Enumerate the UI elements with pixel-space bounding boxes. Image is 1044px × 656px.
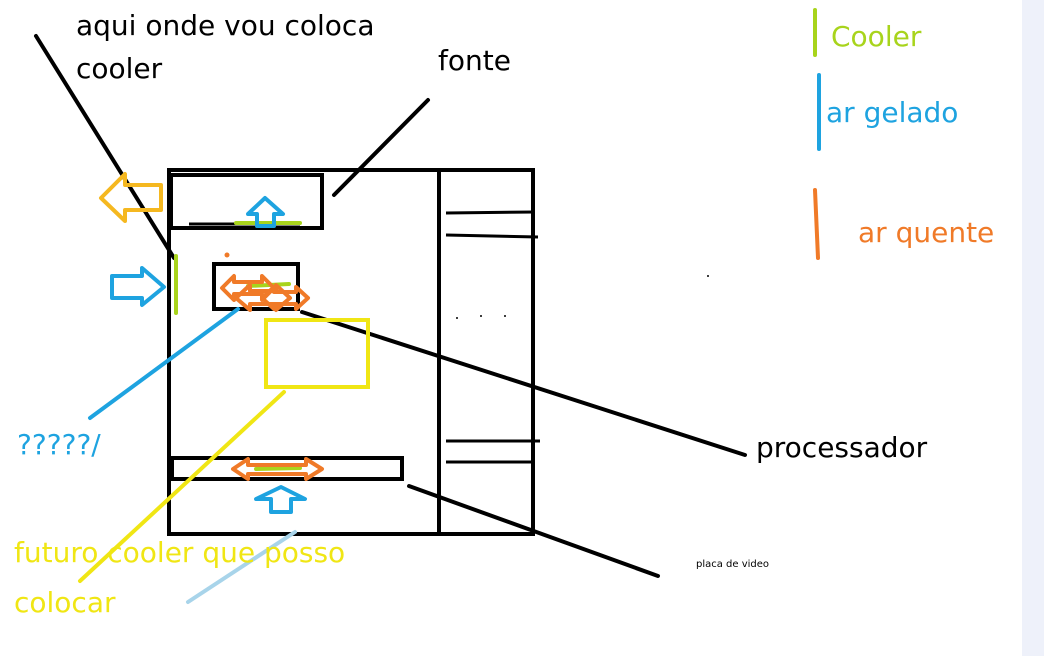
gpu-cooler xyxy=(254,466,302,471)
power-supply-pointer xyxy=(332,98,430,197)
exhaust-arrow xyxy=(99,172,163,223)
cooler-location-line-1: aqui onde vou coloca xyxy=(76,9,374,42)
cold-air-arrows xyxy=(110,196,307,514)
cooler-location-pointer xyxy=(34,34,176,260)
pointer-lines xyxy=(34,34,747,604)
video-card-box xyxy=(170,456,404,481)
legend-cooler-label: Cooler xyxy=(831,20,922,53)
hot-air-arrows xyxy=(220,274,324,481)
power-supply-box xyxy=(169,173,324,230)
legend-hot-air-swatch xyxy=(813,188,820,260)
legend-hot-air-label: ar quente xyxy=(858,216,994,249)
cooler-location-line-2: cooler xyxy=(76,52,163,85)
cpu-hot-arrow-3 xyxy=(260,285,310,311)
legend-cold-air-label: ar gelado xyxy=(826,96,958,129)
pc-case xyxy=(167,168,540,536)
future-cooler-pointer xyxy=(78,390,286,583)
unknown-pointer xyxy=(88,307,240,420)
psu-intake-arrow xyxy=(246,196,285,228)
front-intake-arrow xyxy=(110,266,166,307)
stray-dots xyxy=(224,252,709,319)
unknown-label: ?????/ xyxy=(17,428,101,461)
future-cooler-line-1: futuro cooler que posso xyxy=(14,536,345,569)
cpu-hot-arrow-2 xyxy=(234,283,292,312)
window-edge-strip xyxy=(1022,0,1044,656)
video-card-label: placa de video xyxy=(696,559,769,570)
case-body xyxy=(167,168,535,536)
processor-pointer xyxy=(300,310,747,457)
legend: Cooler ar gelado ar quente xyxy=(813,8,994,260)
processor-label: processador xyxy=(756,431,928,464)
future-cooler-line-2: colocar xyxy=(14,586,116,619)
cooler-location-label: aqui onde vou coloca cooler xyxy=(76,9,383,85)
future-cooler-label: futuro cooler que posso colocar xyxy=(14,536,354,619)
drive-bay-lines xyxy=(445,210,540,464)
power-supply-label: fonte xyxy=(438,44,511,77)
light-blue-pointer xyxy=(186,530,297,604)
future-cooler-box xyxy=(264,318,370,389)
gpu-hot-arrow xyxy=(231,457,324,481)
gpu-intake-arrow xyxy=(254,485,307,514)
video-card-pointer xyxy=(407,484,660,578)
